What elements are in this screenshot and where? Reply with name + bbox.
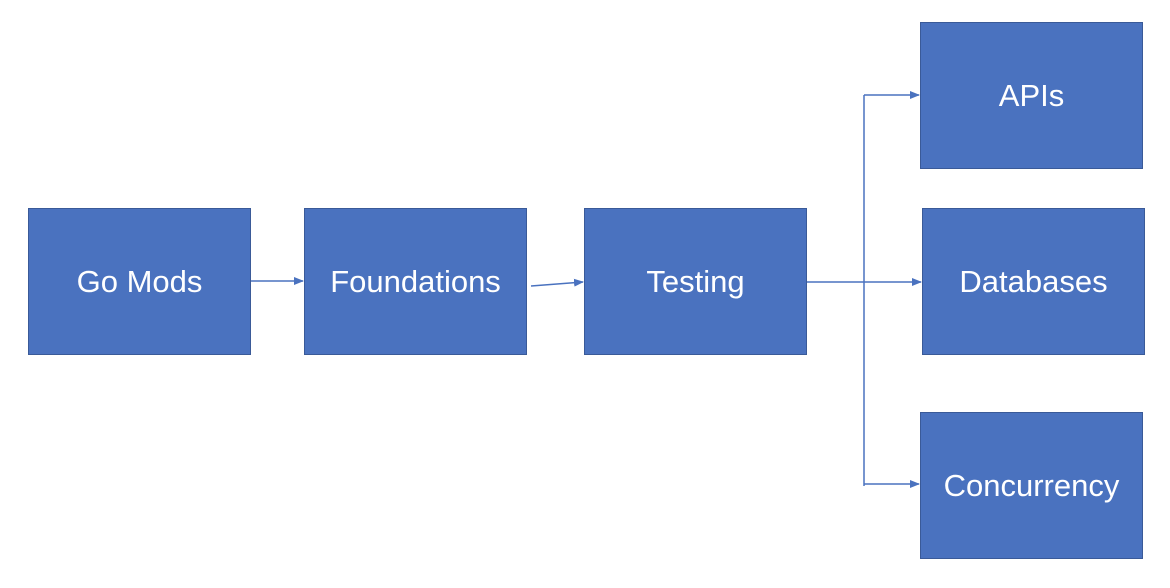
edge-foundations-to-testing <box>530 278 584 287</box>
node-label-testing: Testing <box>646 263 745 299</box>
node-apis: APIs <box>920 22 1143 169</box>
node-testing: Testing <box>584 208 807 355</box>
node-label-go-mods: Go Mods <box>76 263 203 299</box>
node-foundations: Foundations <box>304 208 527 355</box>
node-label-databases: Databases <box>959 263 1108 299</box>
node-databases: Databases <box>922 208 1145 355</box>
node-go-mods: Go Mods <box>28 208 251 355</box>
node-concurrency: Concurrency <box>920 412 1143 559</box>
node-label-foundations: Foundations <box>330 263 501 299</box>
node-label-concurrency: Concurrency <box>943 467 1120 503</box>
node-label-apis: APIs <box>998 77 1065 113</box>
